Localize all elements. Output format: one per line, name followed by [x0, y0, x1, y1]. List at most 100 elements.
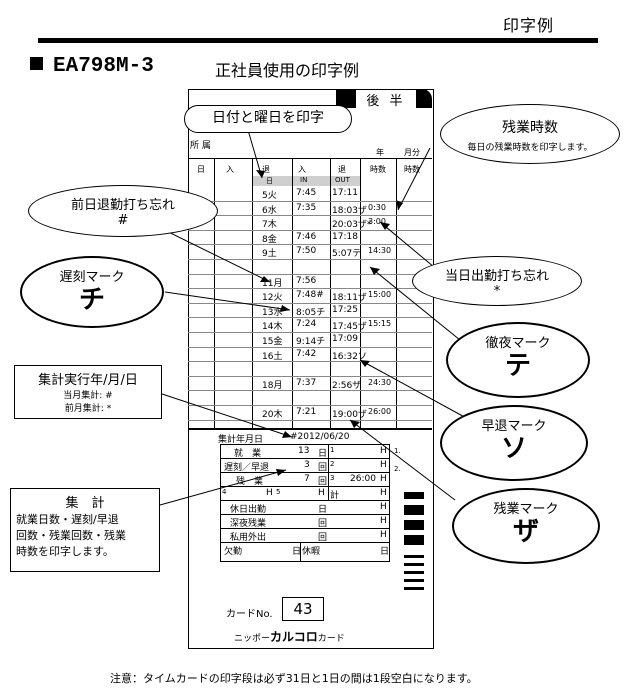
model-subtitle: 正社員使用の印字例 [215, 61, 360, 80]
out-time: 19:00ザ [332, 410, 367, 420]
summary-row3-val: 7 [304, 474, 310, 484]
in-time: 7:35 [296, 202, 317, 213]
summary-row-line [220, 500, 390, 501]
side-label-2: 2. [394, 465, 401, 473]
row-line [188, 302, 432, 304]
day-cell: 16土 [262, 351, 283, 362]
day-cell: 6水 [262, 205, 277, 216]
bullet-square-icon [30, 57, 43, 70]
punch-mark [404, 571, 424, 574]
callout-prev-day-forgot: 前日退勤打ち忘れ # [28, 185, 218, 237]
card-brand-suffix: カード [317, 634, 345, 644]
out-time: 17:09 [332, 334, 358, 344]
out-time: 20:03ザ* [332, 220, 372, 231]
day-cell: 14木 [262, 322, 283, 333]
summary-row-line [220, 472, 390, 473]
column-header: 時数 [404, 165, 420, 174]
summary-h3: H [380, 474, 387, 484]
summary-absent-label: 欠勤 [224, 547, 243, 557]
card-no-value: 43 [282, 597, 324, 621]
row-line [188, 332, 432, 333]
row-line [188, 375, 432, 377]
side-label-1: 1. [394, 447, 401, 455]
sub-header-band [252, 176, 360, 186]
summary-n3: 3 [330, 474, 335, 482]
card-half-label: 後 半 [356, 90, 416, 109]
overtime-hours: 3:00 [368, 217, 386, 227]
summary-row3-label: 残 業 [236, 477, 264, 487]
summary-h1: H [380, 446, 387, 456]
callout-aggregate-line1: 当月集計: # [63, 391, 113, 401]
callout-aggregate-title: 集計実行年/月/日 [38, 373, 138, 388]
callout-allnight-mark: 徹夜マーク テ [446, 322, 590, 398]
column-header: 入 [298, 165, 306, 174]
model-heading: EA798M-3 [30, 55, 154, 78]
dept-label: 所 属 [190, 141, 211, 151]
summary-row-line [220, 528, 390, 529]
in-time: 7:21 [296, 407, 317, 417]
summary-row-line [220, 458, 390, 459]
punch-mark [404, 492, 424, 499]
callout-overtime-hours: 残業時数 毎日の残業時数を印字します。 [440, 104, 620, 164]
day-cell: 20木 [262, 410, 283, 420]
summary-row1-unit: 日 [318, 449, 328, 459]
row-line [188, 405, 432, 406]
punch-mark [404, 535, 424, 545]
in-time: 7:24 [296, 319, 317, 330]
summary-row3-hours: 26:00 [350, 474, 376, 484]
day-cell: 5火 [262, 191, 277, 201]
overtime-hours: 26:00 [368, 407, 392, 416]
day-cell: 7木 [262, 220, 277, 231]
day-cell: 11月 [262, 278, 283, 289]
summary-row-line [220, 444, 390, 445]
callout-summary-desc3: 時数を印字します。 [16, 545, 114, 558]
callout-aggregate-line2: 前月集計: * [64, 404, 112, 414]
in-time: 7:46 [296, 231, 317, 242]
summary-h4: H [266, 488, 273, 498]
row-line [188, 273, 432, 275]
day-cell: 9土 [262, 249, 277, 260]
callout-late-title: 遅刻マーク [59, 270, 125, 285]
summary-row1-label: 就 業 [234, 449, 262, 459]
callout-overtime-mark: 残業マーク ザ [452, 488, 600, 564]
summary-holiday-label: 休暇 [302, 547, 321, 557]
card-brand: カルコロ [270, 630, 318, 644]
year-label: 年 [376, 148, 384, 157]
day-cell: 15金 [262, 337, 283, 347]
summary-date-label: 集計年月日 [218, 435, 264, 445]
summary-row2-unit: 回 [318, 463, 328, 473]
row-line [188, 259, 432, 260]
in-time: 7:48# [296, 290, 324, 301]
callout-summary: 集 計 就業日数・遅刻/早退 回数・残業回数・残業 時数を印字します。 [10, 488, 160, 572]
out-time: 2:56ザ [332, 380, 362, 391]
callout-early-symbol: ソ [500, 434, 527, 464]
in-time: 7:56 [296, 275, 317, 286]
callout-summary-desc1: 就業日数・遅刻/早退 [16, 513, 119, 526]
card-brand-small: ニッポー [234, 634, 271, 644]
callout-late-symbol: チ [78, 285, 105, 315]
summary-holiday-unit: 日 [380, 547, 390, 557]
summary-n5: 5 [276, 488, 281, 496]
callout-summary-title: 集 計 [65, 496, 105, 511]
summary-row-line [220, 514, 390, 515]
summary-row1-val: 13 [298, 446, 310, 456]
summary-row2-val: 3 [304, 460, 310, 470]
summary-extra-unit: 回 [318, 519, 328, 529]
day-cell: 13水 [262, 307, 283, 318]
summary-row-line [220, 542, 390, 543]
summary-extra-h: H [380, 502, 387, 512]
callout-prev-day-forgot-title: 前日退勤打ち忘れ [70, 198, 175, 213]
in-time: 8:05チ [296, 307, 326, 318]
summary-col-line [328, 444, 329, 500]
sub-header: 日 [266, 177, 273, 185]
row-line [188, 244, 432, 246]
column-header: 退 [338, 165, 346, 174]
summary-extra-unit: 回 [318, 533, 328, 543]
summary-n4: 4 [222, 488, 227, 496]
row-line [188, 317, 432, 319]
summary-n1: 1 [330, 446, 335, 454]
month-label: 月分 [404, 148, 420, 157]
callout-same-day-forgot: 当日出勤打ち忘れ * [412, 256, 582, 306]
summary-row-line [220, 486, 390, 487]
row-line [188, 346, 432, 348]
